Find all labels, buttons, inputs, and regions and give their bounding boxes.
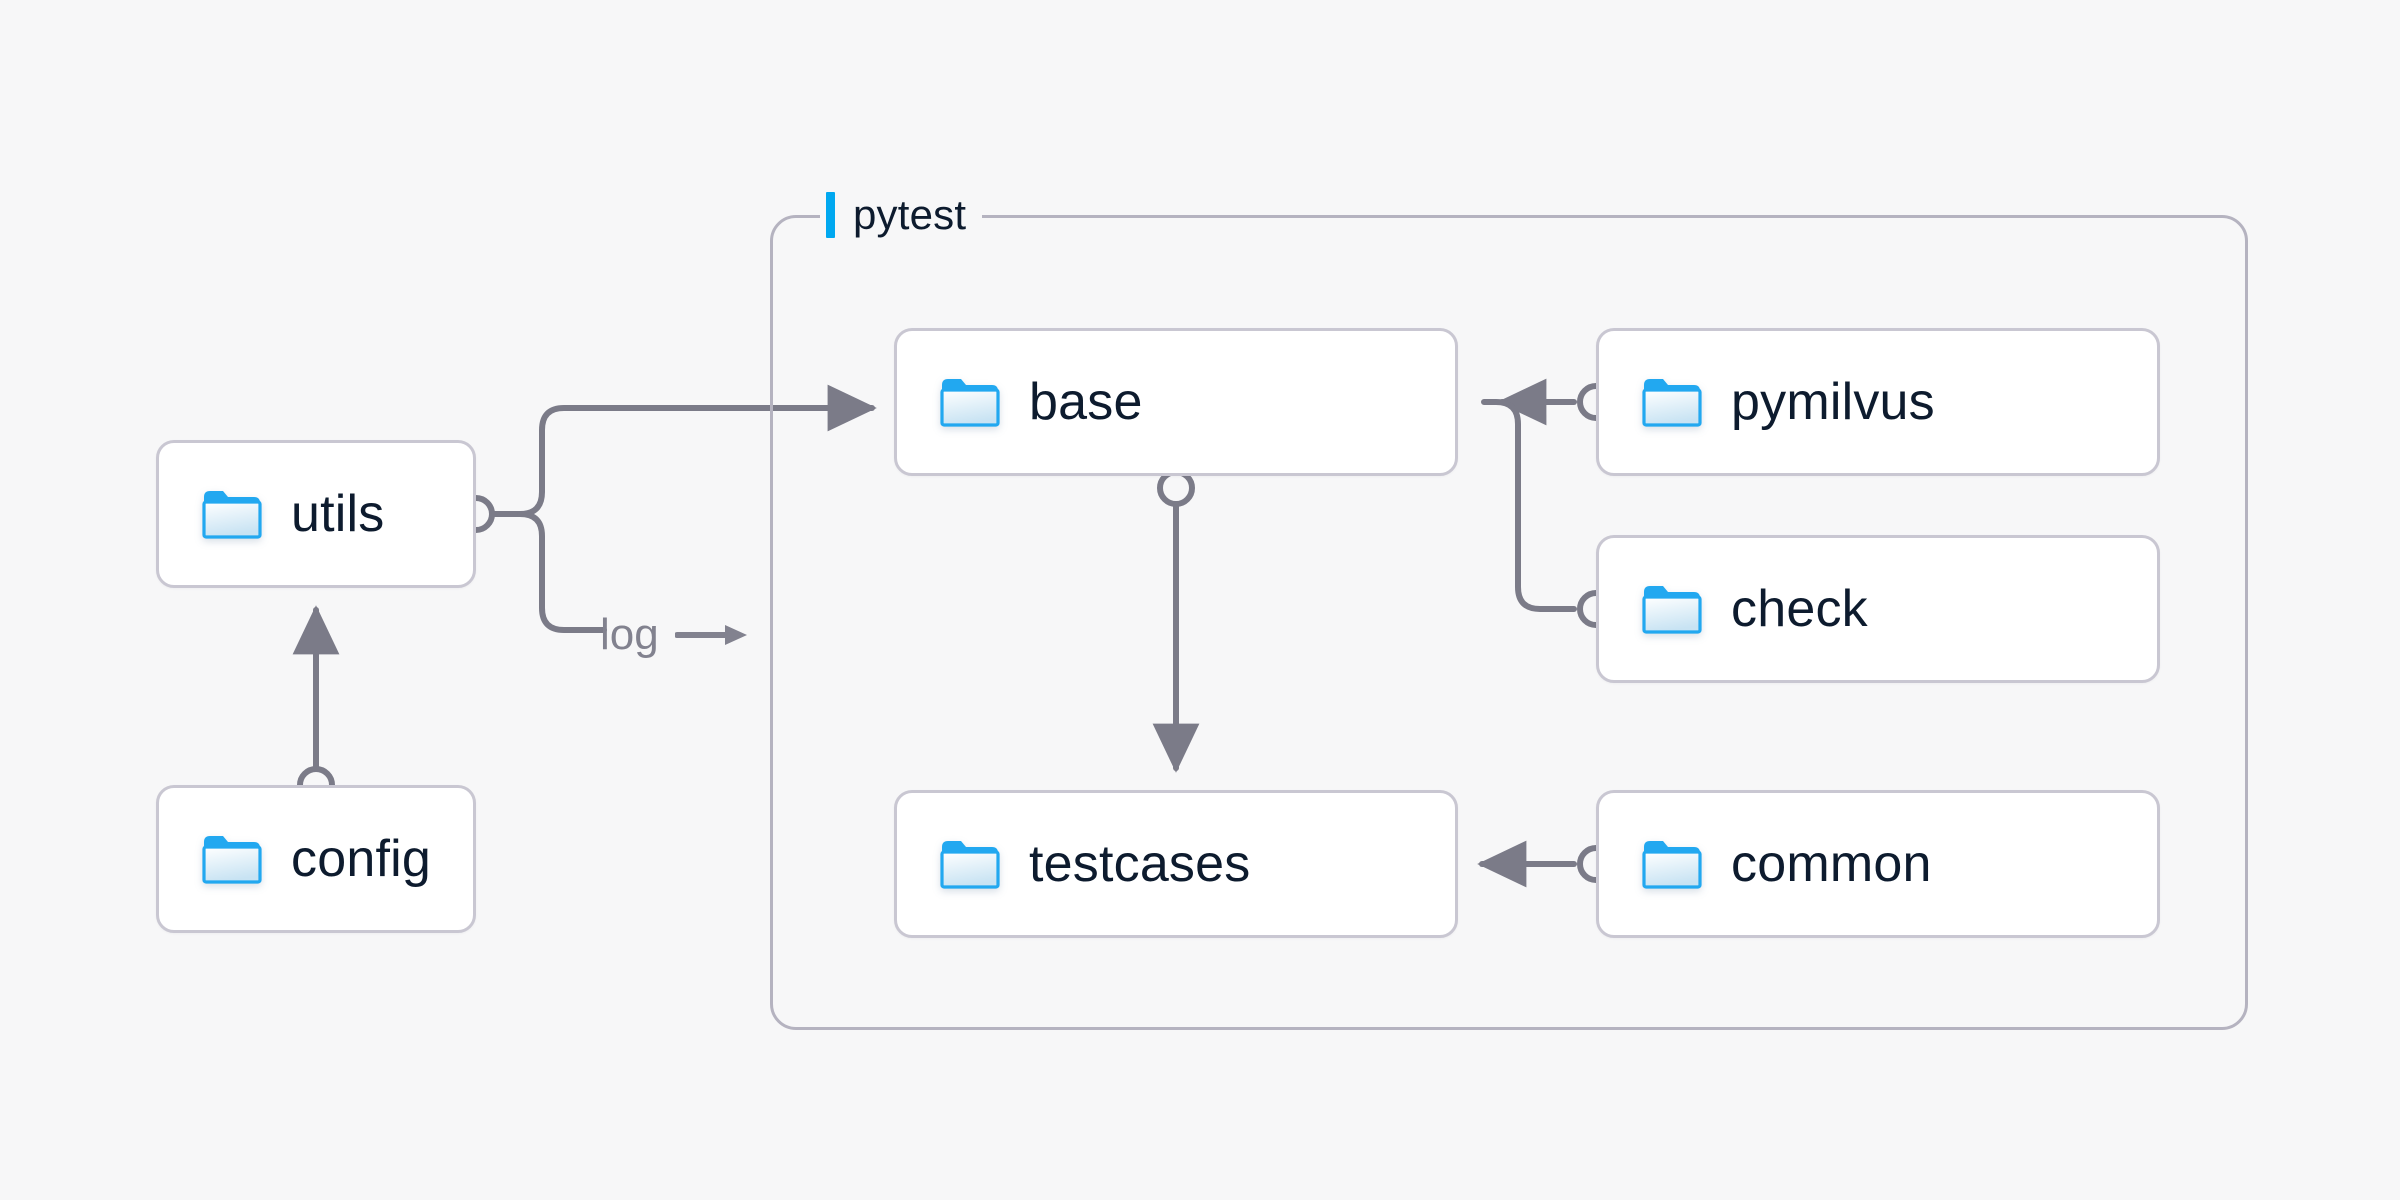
folder-icon [940, 841, 1000, 889]
folder-icon [940, 379, 1000, 427]
node-content-testcases: testcases [897, 834, 1250, 894]
folder-icon [1642, 586, 1702, 634]
group-title: pytest [853, 191, 967, 238]
pytest-group-container[interactable] [770, 215, 2248, 1030]
node-label-testcases: testcases [1029, 835, 1251, 893]
node-common[interactable]: common [1596, 790, 2160, 938]
group-accent-bar [826, 192, 835, 238]
pytest-group-label: pytest [820, 187, 983, 243]
node-utils[interactable]: utils [156, 440, 476, 588]
node-content-base: base [897, 372, 1143, 432]
edge-utils-to-log [517, 511, 607, 633]
node-label-check: check [1731, 580, 1868, 638]
node-label-utils: utils [291, 485, 385, 543]
node-label-config: config [291, 830, 431, 888]
folder-icon [202, 491, 262, 539]
folder-icon [1642, 841, 1702, 889]
node-check[interactable]: check [1596, 535, 2160, 683]
node-config[interactable]: config [156, 785, 476, 933]
folder-icon [1642, 379, 1702, 427]
node-label-common: common [1731, 835, 1932, 893]
node-base[interactable]: base [894, 328, 1458, 476]
arrow-right-icon [674, 625, 747, 645]
node-content-common: common [1599, 834, 1932, 894]
node-testcases[interactable]: testcases [894, 790, 1458, 938]
node-label-pymilvus: pymilvus [1731, 373, 1935, 431]
node-content-pymilvus: pymilvus [1599, 372, 1935, 432]
node-pymilvus[interactable]: pymilvus [1596, 328, 2160, 476]
edge-label-log-text: log [600, 610, 659, 659]
node-content-check: check [1599, 579, 1868, 639]
folder-icon [202, 836, 262, 884]
node-content-config: config [159, 829, 431, 889]
edge-label-log: log [600, 610, 751, 660]
node-label-base: base [1029, 373, 1143, 431]
node-content-utils: utils [159, 484, 384, 544]
